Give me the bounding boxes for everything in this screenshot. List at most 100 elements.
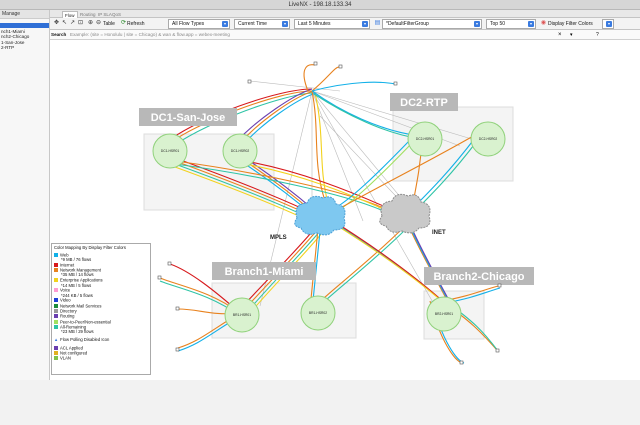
tree-item-branch1[interactable]: nch1-Miami [1,29,25,34]
mpls-cloud[interactable] [294,195,346,236]
legend-notconf-label: Not configured [60,350,88,356]
not-configured-icon [54,351,58,356]
chevron-down-icon: ▾ [606,21,612,27]
legend-entry: Internet [54,262,148,268]
device-label: BR1-HSR02 [309,311,327,315]
zoom-in-icon[interactable]: ⊕ [87,20,94,26]
top-n-value: Top 50 [490,21,506,27]
device-label: DC2-HSR02 [479,137,497,141]
acl-icon [54,345,58,350]
legend-entry-label: Enterprise Applications [60,277,103,283]
site-tree: nch1-Miami nch2-Chicago 1-San-Jose 2-RTP [0,19,49,51]
zoom-out-icon[interactable]: ⊖ [95,20,102,26]
inet-label: INET [432,230,446,236]
tree-item-dc2[interactable]: 2-RTP [1,45,15,51]
device-labels: DC1-HSR01 DC1-HSR02 DC2-HSR01 DC2-HSR02BR1-… [161,137,497,317]
legend-swatch [54,314,58,319]
filter-group-value: *DefaultFilterGroup [386,21,429,27]
device-dc1-r2[interactable] [222,133,258,169]
device-br1-r2[interactable] [300,295,336,331]
chevron-down-icon[interactable]: ▾ [570,32,573,38]
legend-entry-label: Network Management [60,267,101,273]
legend-entry-stat: *244 KB / 5 flows [61,292,93,298]
palette-icon[interactable]: ◉ [540,20,547,26]
tree-item-selected[interactable] [0,23,49,28]
device-dc1-r1[interactable] [152,133,188,169]
device-label: BR1-HSR01 [233,313,251,317]
legend-vlan: VLAN [54,356,148,361]
inet-cloud[interactable] [379,193,431,234]
refresh-icon[interactable]: ⟳ [120,20,127,26]
legend-swatch [54,268,58,273]
flow-type-select[interactable]: All Flow Types▾ [168,19,230,29]
filter-group-select[interactable]: *DefaultFilterGroup▾ [382,19,482,29]
legend-swatch [54,298,58,303]
device-dc2-r1[interactable] [407,121,443,157]
select-icon[interactable]: ↖ [61,20,68,26]
frame-icon[interactable]: ⊡ [77,20,84,26]
legend-entry-stat: *14 MB / 5 flows [61,282,92,288]
left-panel-header: Manage [0,10,49,19]
time-range-value: Last 5 Minutes [298,21,331,27]
legend-entry: Network Mail Services [54,303,148,309]
tab-ipsla[interactable]: IP SLA [98,12,112,17]
legend-entry-stat: *9 MB / 76 flows [61,257,92,263]
legend-entry-label: Voice [60,287,71,293]
tab-routing[interactable]: Routing [80,12,96,17]
refresh-button[interactable]: Refresh [127,21,145,27]
mpls-label: MPLS [270,235,287,241]
filter-icon[interactable]: ▤ [374,20,381,26]
move-icon[interactable]: ✥ [53,20,60,26]
top-n-select[interactable]: Top 50▾ [486,19,536,29]
legend-swatch [54,278,58,283]
legend-entry: Directory [54,309,148,314]
device-label: DC2-HSR01 [416,137,434,141]
device-label: DC1-HSR01 [161,149,179,153]
search-input[interactable]: Example: (site = Honolulu | site = Chica… [70,32,230,37]
legend-entry: Routing [54,314,148,319]
link-icon[interactable]: ↗ [69,20,76,26]
legend-polling: ▲Flow Polling Disabled Icon [54,337,148,343]
device-br2-r1[interactable] [426,296,462,332]
flow-type-value: All Flow Types [172,21,205,27]
toolbar: ✥ ↖ ↗ ⊡ ⊕ ⊖ Table ⟳ Refresh All Flow Typ… [50,18,640,30]
legend-entry: Web [54,252,148,258]
topology-canvas[interactable]: DC1-HSR01 DC1-HSR02 DC2-HSR01 DC2-HSR02BR1-… [50,51,640,380]
legend-entry: Voice [54,288,148,293]
legend-entry-label: Directory [60,308,77,314]
legend-notconf: Not configured [54,351,148,356]
site-name-dc1: DC1-San-Jose [151,112,226,124]
legend-title: Color Mapping By Display Filter Colors [54,245,126,250]
legend-entry: Enterprise Applications [54,278,148,283]
site-badge-branch1 [212,262,316,280]
chevron-down-icon: ▾ [282,21,288,27]
window-title: LiveNX - 198.18.133.34 [0,0,640,10]
time-range-select[interactable]: Last 5 Minutes ▾ [294,19,370,29]
tree-item-dc1[interactable]: 1-San-Jose [1,39,25,45]
time-mode-select[interactable]: Current Time▾ [234,19,290,29]
chevron-down-icon: ▾ [362,21,368,27]
close-icon[interactable]: × [558,32,562,38]
tab-flow[interactable]: Flow [62,11,78,18]
left-panel: Manage nch1-Miami nch2-Chicago 1-San-Jos… [0,10,50,380]
help-icon[interactable]: ? [596,32,599,38]
tree-item-branch2[interactable]: nch2-Chicago [1,34,30,40]
site-name-dc2: DC2-RTP [400,97,448,109]
legend-acl-label: ACL Applied [60,345,83,351]
device-dc2-r2[interactable] [470,121,506,157]
device-br1-r1[interactable] [224,297,260,333]
site-badge-dc1 [139,108,237,126]
legend-swatch [54,309,58,314]
legend-entry-stat: *23 MB / 29 flows [61,329,94,335]
display-colors-select[interactable]: ▾ [602,19,614,29]
table-button[interactable]: Table [103,21,115,27]
site-badge-dc2 [390,93,458,111]
endpoint-markers[interactable] [157,61,502,365]
device-label: DC1-HSR02 [231,149,249,153]
device-label: BR2-HSR01 [435,312,453,316]
main-area: Flow Routing IP SLA QoS ✥ ↖ ↗ ⊡ ⊕ ⊖ Tabl… [50,10,640,380]
legend-entry-label: Peer-to-Peer/Non-essential [60,319,111,325]
tab-qos[interactable]: QoS [112,12,122,17]
device-nodes[interactable] [152,121,506,333]
